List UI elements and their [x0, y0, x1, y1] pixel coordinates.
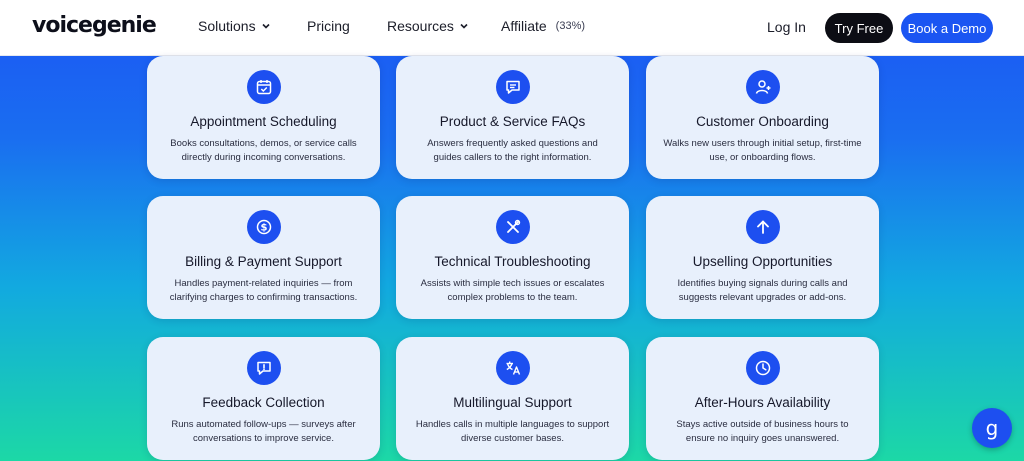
- card-title: Product & Service FAQs: [439, 114, 586, 129]
- chat-bubble-icon: [495, 70, 530, 104]
- use-case-card[interactable]: $ Billing & Payment Support Handles paym…: [147, 196, 380, 319]
- voicegenie-logo[interactable]: voicegenie: [32, 13, 157, 38]
- use-case-card[interactable]: Feedback Collection Runs automated follo…: [147, 337, 380, 460]
- card-title: Multilingual Support: [453, 395, 572, 410]
- use-case-card[interactable]: Technical Troubleshooting Assists with s…: [396, 196, 629, 319]
- nav-pricing-label: Pricing: [307, 18, 350, 34]
- nav-solutions-label: Solutions: [198, 18, 256, 34]
- nav-resources[interactable]: Resources: [387, 18, 469, 34]
- card-title: Feedback Collection: [202, 395, 325, 410]
- use-case-card[interactable]: Customer Onboarding Walks new users thro…: [646, 56, 879, 179]
- top-navbar: voicegenie Solutions Pricing Resources A…: [0, 0, 1024, 56]
- card-description: Books consultations, demos, or service c…: [170, 138, 357, 163]
- card-title: After-Hours Availability: [694, 395, 831, 410]
- card-description: Handles calls in multiple languages to s…: [415, 419, 610, 444]
- use-case-card[interactable]: Upselling Opportunities Identifies buyin…: [646, 196, 879, 319]
- use-case-card[interactable]: Product & Service FAQs Answers frequentl…: [396, 56, 629, 179]
- login-link[interactable]: Log In: [767, 19, 806, 35]
- nav-resources-label: Resources: [387, 18, 454, 34]
- feedback-icon: [246, 351, 281, 385]
- card-title: Upselling Opportunities: [692, 254, 833, 269]
- nav-pricing[interactable]: Pricing: [307, 18, 350, 34]
- arrow-up-icon: [745, 210, 780, 244]
- chat-widget-label: g: [985, 416, 999, 440]
- card-title: Appointment Scheduling: [190, 114, 337, 129]
- nav-solutions[interactable]: Solutions: [198, 18, 271, 34]
- chat-widget-button[interactable]: g: [972, 408, 1012, 448]
- card-description: Walks new users through initial setup, f…: [663, 138, 862, 163]
- card-description: Answers frequently asked questions and g…: [427, 138, 598, 163]
- svg-text:$: $: [260, 223, 267, 234]
- clock-icon: [745, 351, 780, 385]
- chevron-down-icon: [261, 21, 271, 31]
- nav-affiliate-label: Affiliate: [501, 18, 547, 34]
- chevron-down-icon: [459, 21, 469, 31]
- dollar-coin-icon: $: [246, 210, 281, 244]
- affiliate-badge: (33%): [555, 20, 586, 32]
- card-title: Customer Onboarding: [696, 114, 829, 129]
- card-description: Runs automated follow-ups — surveys afte…: [171, 419, 356, 444]
- card-title: Billing & Payment Support: [185, 254, 342, 269]
- card-description: Assists with simple tech issues or escal…: [420, 278, 605, 303]
- card-title: Technical Troubleshooting: [434, 254, 591, 269]
- tools-icon: [495, 210, 530, 244]
- user-add-icon: [745, 70, 780, 104]
- calendar-check-icon: [246, 70, 281, 104]
- try-free-button[interactable]: Try Free: [825, 13, 893, 43]
- nav-affiliate[interactable]: Affiliate (33%): [501, 18, 585, 34]
- book-demo-button[interactable]: Book a Demo: [901, 13, 993, 43]
- card-description: Identifies buying signals during calls a…: [677, 278, 848, 303]
- card-description: Stays active outside of business hours t…: [676, 419, 849, 444]
- use-case-card[interactable]: After-Hours Availability Stays active ou…: [646, 337, 879, 460]
- use-case-card[interactable]: Appointment Scheduling Books consultatio…: [147, 56, 380, 179]
- card-description: Handles payment-related inquiries — from…: [169, 278, 358, 303]
- translate-icon: [495, 351, 530, 385]
- use-case-card[interactable]: Multilingual Support Handles calls in mu…: [396, 337, 629, 460]
